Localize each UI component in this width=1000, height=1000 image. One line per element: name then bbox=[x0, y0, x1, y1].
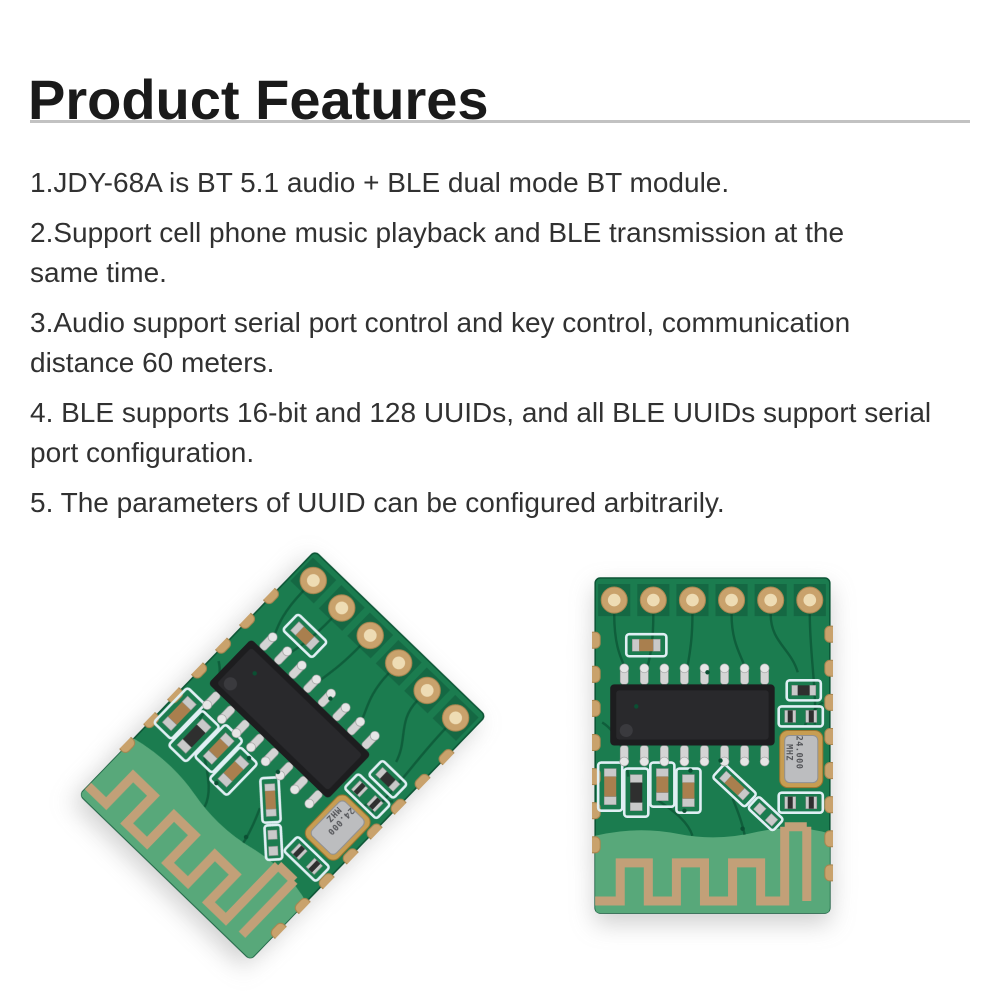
antenna-trace bbox=[595, 822, 812, 906]
feature-item-4: 4. BLE supports 16-bit and 128 UUIDs, an… bbox=[30, 397, 932, 468]
mounting-holes bbox=[299, 566, 470, 732]
vias bbox=[634, 670, 745, 831]
pcb-module-left: 24.000MHZ bbox=[80, 552, 485, 959]
antenna-zone bbox=[595, 828, 830, 913]
castellated-pads bbox=[592, 625, 833, 882]
feature-item-2: 2.Support cell phone music playback and … bbox=[30, 217, 845, 288]
feature-list: 1.JDY-68A is BT 5.1 audio + BLE dual mod… bbox=[30, 163, 990, 533]
vias bbox=[214, 671, 333, 840]
antenna-zone bbox=[81, 738, 307, 958]
antenna-trace bbox=[84, 769, 298, 938]
feature-item-5: 5. The parameters of UUID can be configu… bbox=[30, 487, 725, 518]
svg-text:24.000MHZ: 24.000MHZ bbox=[784, 736, 804, 770]
feature-item-1: 1.JDY-68A is BT 5.1 audio + BLE dual mod… bbox=[30, 167, 730, 198]
ic-chip bbox=[610, 663, 775, 767]
title-divider bbox=[30, 120, 970, 123]
crystal-oscillator: 24.000MHZ bbox=[779, 729, 824, 789]
feature-item-3: 3.Audio support serial port control and … bbox=[30, 307, 851, 378]
ic-chip bbox=[202, 632, 380, 809]
mounting-holes bbox=[600, 586, 824, 614]
pcb-photo-right: 24.000MHZ bbox=[592, 572, 833, 918]
pcb-photo-left: 24.000MHZ bbox=[74, 544, 493, 965]
pcb-module-right: 24.000MHZ bbox=[592, 577, 833, 914]
crystal-oscillator: 24.000MHZ bbox=[304, 794, 371, 861]
smd-components bbox=[596, 632, 825, 832]
smd-components bbox=[153, 613, 408, 882]
